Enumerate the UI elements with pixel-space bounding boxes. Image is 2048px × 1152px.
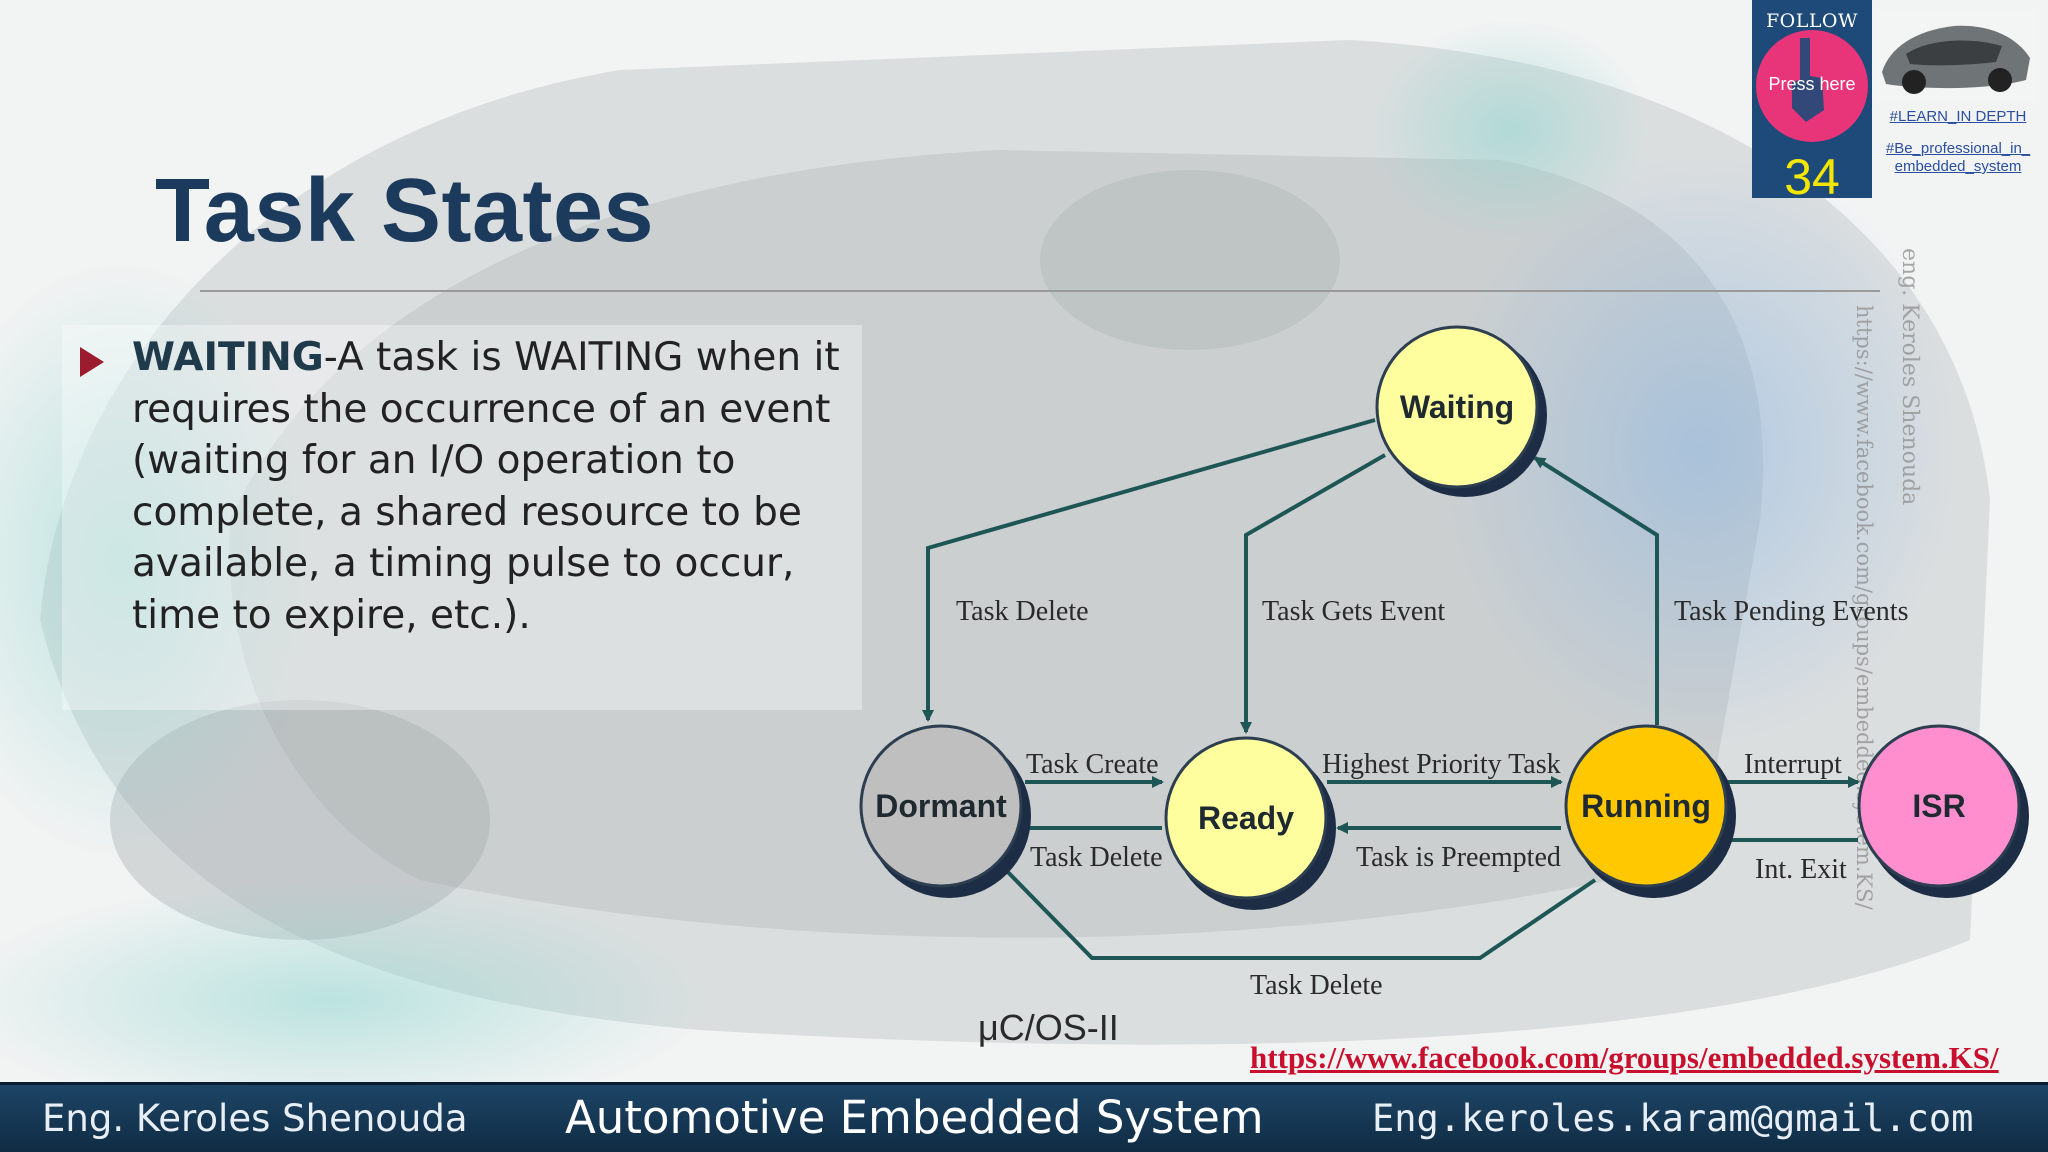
- footer-course-title: Automotive Embedded System: [565, 1091, 1264, 1144]
- state-isr-label: ISR: [1912, 788, 1965, 824]
- hashtag-be-professional[interactable]: #Be_professional_in_ embedded_system: [1880, 140, 2036, 176]
- label-running-to-isr: Interrupt: [1744, 749, 1842, 780]
- edge-waiting-to-ready: [1246, 455, 1385, 732]
- state-running: Running: [1566, 726, 1736, 898]
- footer-bar: Eng. Keroles Shenouda Automotive Embedde…: [0, 1082, 2048, 1152]
- state-waiting: Waiting: [1377, 327, 1547, 497]
- state-ready-label: Ready: [1198, 800, 1294, 836]
- footer-author: Eng. Keroles Shenouda: [42, 1097, 468, 1140]
- label-waiting-to-dormant: Task Delete: [956, 596, 1089, 627]
- state-ready: Ready: [1166, 738, 1336, 910]
- press-here-label: Press here: [1756, 74, 1868, 94]
- hashtag-learn-in-depth[interactable]: #LEARN_IN DEPTH: [1876, 108, 2040, 125]
- label-ready-to-running: Highest Priority Task: [1322, 749, 1561, 780]
- label-isr-to-running: Int. Exit: [1755, 854, 1847, 885]
- press-here-button[interactable]: Press here: [1756, 30, 1868, 142]
- car-thumbnail-image: [1876, 10, 2036, 102]
- label-running-to-waiting: Task Pending Events: [1674, 596, 1908, 627]
- state-isr: ISR: [1859, 726, 2029, 898]
- footer-email: Eng.keroles.karam@gmail.com: [1372, 1097, 1973, 1140]
- state-dormant: Dormant: [861, 726, 1031, 898]
- label-running-to-ready: Task is Preempted: [1356, 842, 1561, 873]
- state-waiting-label: Waiting: [1400, 389, 1514, 425]
- edge-waiting-to-dormant: [928, 420, 1375, 720]
- label-waiting-to-ready: Task Gets Event: [1262, 596, 1445, 627]
- diagram-caption: μC/OS-II: [978, 1007, 1119, 1048]
- label-ready-to-dormant: Task Delete: [1030, 842, 1163, 873]
- label-running-to-dormant: Task Delete: [1250, 970, 1383, 1001]
- follow-us-box[interactable]: FOLLOW US Press here 34: [1752, 0, 1872, 198]
- state-running-label: Running: [1581, 788, 1711, 824]
- edge-running-to-waiting: [1535, 458, 1657, 725]
- slide-number: 34: [1752, 148, 1872, 206]
- label-dormant-to-ready: Task Create: [1026, 749, 1159, 780]
- facebook-group-link[interactable]: https://www.facebook.com/groups/embedded…: [1250, 1040, 1999, 1076]
- state-dormant-label: Dormant: [875, 788, 1007, 824]
